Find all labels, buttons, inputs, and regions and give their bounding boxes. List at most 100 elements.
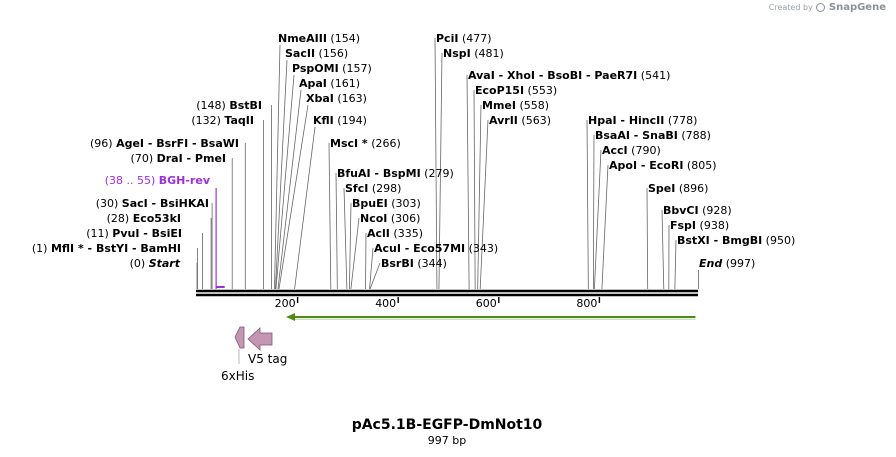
site-saci-bsihkai[interactable]: (30) SacI - BsiHKAI (96, 197, 209, 210)
site-name: HpaI - HincII (588, 114, 664, 127)
site-apai[interactable]: ApaI (161) (299, 77, 360, 90)
site-name: XbaI (306, 92, 334, 105)
site-position: (950) (762, 234, 795, 247)
svg-text:(96) AgeI - BsrFI - BsaWI: (96) AgeI - BsrFI - BsaWI (90, 137, 239, 150)
site-position: (96) (90, 137, 116, 150)
site-acui-eco57mi[interactable]: AcuI - Eco57MI (343) (374, 242, 498, 255)
site-msci[interactable]: MscI * (266) (330, 137, 401, 150)
site-agei-bsrfi-bsawi[interactable]: (96) AgeI - BsrFI - BsaWI (90, 137, 239, 150)
svg-text:NspI (481): NspI (481) (443, 47, 504, 60)
svg-text:(38 .. 55) BGH-rev: (38 .. 55) BGH-rev (105, 174, 211, 187)
site-nmeaiii[interactable]: NmeAIII (154) (278, 32, 360, 45)
site-sfci[interactable]: SfcI (298) (345, 182, 401, 195)
svg-text:SacII (156): SacII (156) (285, 47, 348, 60)
his-tag-arrow[interactable] (234, 326, 245, 349)
axis-tick-label: 800 (576, 297, 597, 310)
site-ncoi[interactable]: NcoI (306) (360, 212, 420, 225)
site-position: (563) (518, 114, 551, 127)
svg-text:(28) Eco53kI: (28) Eco53kI (107, 212, 181, 225)
svg-text:SpeI (896): SpeI (896) (648, 182, 708, 195)
site-mmei[interactable]: MmeI (558) (482, 99, 549, 112)
site-bbvci[interactable]: BbvCI (928) (663, 204, 732, 217)
site-position: (28) (107, 212, 133, 225)
axis-tick-label: 400 (375, 297, 396, 310)
site-name: AvrII (489, 114, 518, 127)
site-position: (306) (387, 212, 420, 225)
leader-line (278, 104, 309, 290)
site-position: (938) (696, 219, 729, 232)
leader-line (586, 119, 589, 290)
site-position: (154) (327, 32, 360, 45)
site-name: BsrBI (381, 257, 414, 270)
v5-tag-label: V5 tag (248, 352, 287, 366)
leader-line (350, 217, 360, 290)
site-position: (70) (131, 152, 157, 165)
site-mfli-bstyi-bamhi[interactable]: (1) MflI * - BstYI - BamHI (32, 242, 181, 255)
site-position: (541) (637, 69, 670, 82)
svg-text:XbaI (163): XbaI (163) (306, 92, 367, 105)
site-sacii[interactable]: SacII (156) (285, 47, 348, 60)
site-position: (163) (334, 92, 367, 105)
svg-text:ApaI (161): ApaI (161) (299, 77, 360, 90)
site-bpuei[interactable]: BpuEI (303) (352, 197, 421, 210)
site-bsaai-snabi[interactable]: BsaAI - SnaBI (788) (595, 129, 711, 142)
site-pcii[interactable]: PciI (477) (436, 32, 492, 45)
svg-text:(132) TaqII: (132) TaqII (191, 114, 254, 127)
site-name: PciI (436, 32, 458, 45)
site-apoi-ecori[interactable]: ApoI - EcoRI (805) (609, 159, 717, 172)
site-kfli[interactable]: KflI (194) (313, 114, 367, 127)
his-tag-label: 6xHis (221, 369, 254, 383)
site-name: BpuEI (352, 197, 388, 210)
site-spei[interactable]: SpeI (896) (648, 182, 708, 195)
svg-text:BfuAI - BspMI (279): BfuAI - BspMI (279) (337, 167, 454, 180)
site-end[interactable]: End (997) (699, 257, 755, 270)
site-xbai[interactable]: XbaI (163) (306, 92, 367, 105)
site-drai-pmei[interactable]: (70) DraI - PmeI (131, 152, 226, 165)
site-nspi[interactable]: NspI (481) (443, 47, 504, 60)
svg-text:EcoP15I (553): EcoP15I (553) (475, 84, 557, 97)
site-bsrbi[interactable]: BsrBI (344) (381, 257, 447, 270)
site-name: NmeAIII (278, 32, 327, 45)
site-bfuai-bspmi[interactable]: BfuAI - BspMI (279) (337, 167, 454, 180)
leader-line (479, 119, 489, 290)
site-bstbi[interactable]: (148) BstBI (196, 99, 262, 112)
site-hpai-hincii[interactable]: HpaI - HincII (778) (588, 114, 697, 127)
svg-text:BbvCI (928): BbvCI (928) (663, 204, 732, 217)
site-name: SpeI (648, 182, 675, 195)
svg-text:PciI (477): PciI (477) (436, 32, 492, 45)
site-position: (0) (130, 257, 149, 270)
site-name: AccI (602, 144, 628, 157)
site-pspomi[interactable]: PspOMI (157) (292, 62, 372, 75)
site-name: SacI - BsiHKAI (122, 197, 209, 210)
site-avrii[interactable]: AvrII (563) (489, 114, 551, 127)
svg-text:(11) PvuI - BsiEI: (11) PvuI - BsiEI (86, 227, 182, 240)
svg-text:BpuEI (303): BpuEI (303) (352, 197, 421, 210)
leader-line (466, 74, 470, 290)
site-position: (279) (421, 167, 454, 180)
site-pvui-bsiei[interactable]: (11) PvuI - BsiEI (86, 227, 182, 240)
site-bstxi-bmgbi[interactable]: BstXI - BmgBI (950) (677, 234, 795, 247)
leader-line (275, 59, 288, 290)
site-name: AgeI - BsrFI - BsaWI (116, 137, 239, 150)
site-position: (788) (678, 129, 711, 142)
site-position: (477) (458, 32, 491, 45)
site-taqii[interactable]: (132) TaqII (191, 114, 254, 127)
site-bgh-rev[interactable]: (38 .. 55) BGH-rev (105, 174, 211, 187)
site-eco53ki[interactable]: (28) Eco53kI (107, 212, 181, 225)
site-name: EcoP15I (475, 84, 524, 97)
svg-text:PspOMI (157): PspOMI (157) (292, 62, 372, 75)
site-start[interactable]: (0) Start (130, 257, 181, 270)
site-acci[interactable]: AccI (790) (602, 144, 661, 157)
site-name: ApaI (299, 77, 327, 90)
svg-text:NmeAIII (154): NmeAIII (154) (278, 32, 360, 45)
site-ecop15i[interactable]: EcoP15I (553) (475, 84, 557, 97)
leader-line (369, 247, 374, 290)
svg-text:MscI * (266): MscI * (266) (330, 137, 401, 150)
orf-arrow-head[interactable] (286, 313, 296, 321)
site-fspi[interactable]: FspI (938) (670, 219, 729, 232)
site-acli[interactable]: AclI (335) (367, 227, 423, 240)
site-avai-xhoi-bsobi-paer7i[interactable]: AvaI - XhoI - BsoBI - PaeR7I (541) (468, 69, 670, 82)
v5-tag-arrow[interactable] (247, 327, 273, 351)
site-name: Eco53kI (133, 212, 181, 225)
